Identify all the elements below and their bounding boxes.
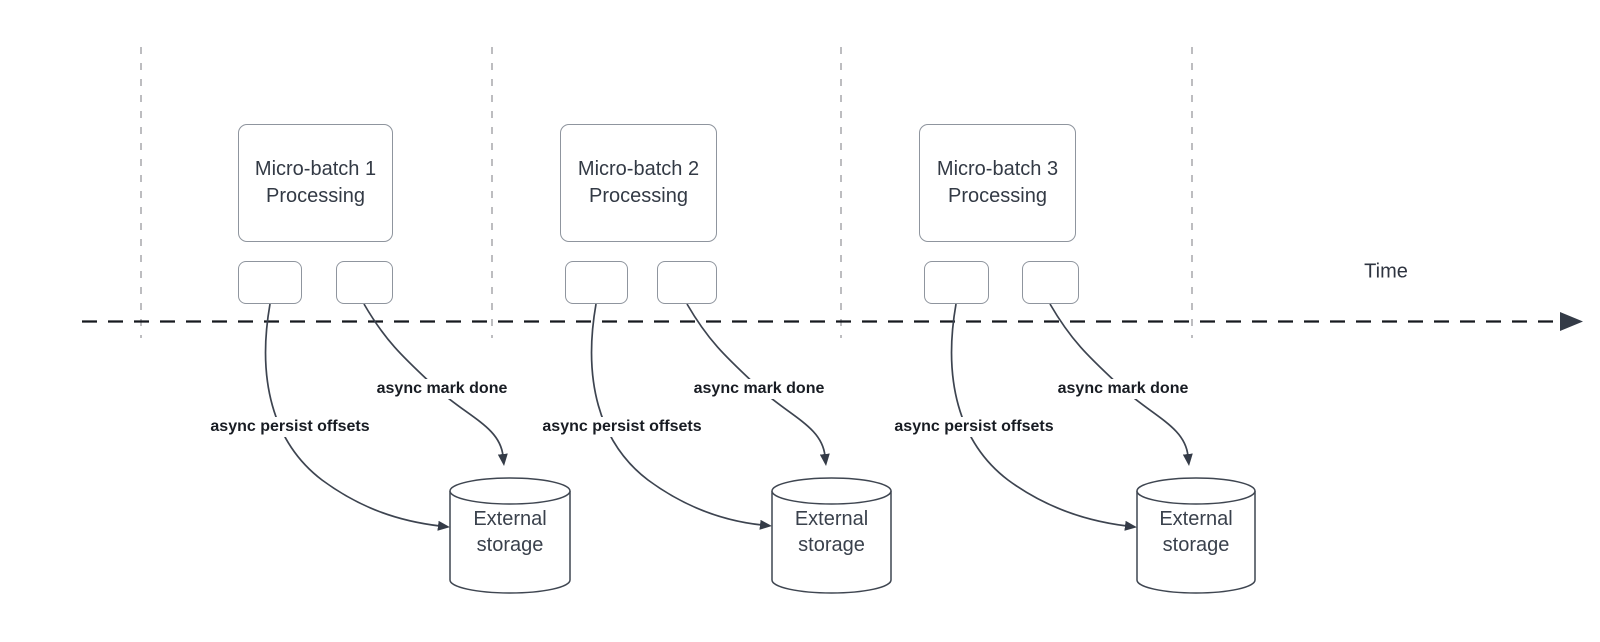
offset-slot-box-3b — [1022, 261, 1079, 304]
external-storage-label-3: External storage — [1137, 506, 1255, 558]
storage-label-line1: External — [473, 508, 547, 530]
external-storage-label-1: External storage — [450, 506, 570, 558]
storage-label-line2: storage — [1162, 534, 1230, 556]
mark-done-label-3: async mark done — [1053, 379, 1193, 399]
external-storage-label-2: External storage — [772, 506, 891, 558]
offset-slot-box-1a — [238, 261, 302, 304]
timeline-arrowhead-icon — [1560, 312, 1583, 331]
micro-batch-2-box: Micro-batch 2 Processing — [560, 124, 717, 242]
persist-offsets-curve-3 — [950, 303, 1137, 531]
micro-batch-3-title-line1: Micro-batch 3 — [936, 158, 1059, 180]
offset-slot-box-3a — [924, 261, 989, 304]
mark-done-label-1: async mark done — [372, 379, 512, 399]
offset-slot-box-1b — [336, 261, 393, 304]
storage-label-line1: External — [1159, 508, 1233, 530]
micro-batch-2-title-line1: Micro-batch 2 — [577, 158, 700, 180]
micro-batch-1-title-line1: Micro-batch 1 — [254, 158, 377, 180]
storage-label-line2: storage — [476, 534, 544, 556]
storage-cylinder-1 — [449, 477, 571, 594]
persist-offsets-label-3: async persist offsets — [890, 417, 1058, 437]
micro-batch-1-title-line2: Processing — [266, 185, 365, 207]
storage-cylinder-3 — [1136, 477, 1256, 594]
offset-slot-box-2b — [657, 261, 717, 304]
cylinder-body — [771, 491, 892, 594]
persist-offsets-curve-1 — [264, 303, 450, 531]
mark-done-label-2: async mark done — [689, 379, 829, 399]
micro-batch-1-box: Micro-batch 1 Processing — [238, 124, 393, 242]
cylinder-top — [449, 477, 571, 505]
offset-slot-box-2a — [565, 261, 628, 304]
cylinder-top — [1136, 477, 1256, 505]
persist-offsets-curve-2 — [590, 303, 772, 530]
storage-label-line1: External — [794, 508, 869, 530]
micro-batch-2-title-line2: Processing — [589, 185, 688, 207]
persist-offsets-label-2: async persist offsets — [538, 417, 706, 437]
cylinder-body — [1136, 491, 1256, 594]
micro-batch-3-box: Micro-batch 3 Processing — [919, 124, 1076, 242]
persist-offsets-label-1: async persist offsets — [206, 417, 374, 437]
time-axis-label: Time — [1364, 260, 1408, 283]
cylinder-top — [771, 477, 892, 505]
storage-label-line2: storage — [798, 534, 865, 556]
storage-cylinder-2 — [771, 477, 892, 594]
micro-batch-3-title-line2: Processing — [948, 185, 1047, 207]
cylinder-body — [449, 491, 571, 594]
